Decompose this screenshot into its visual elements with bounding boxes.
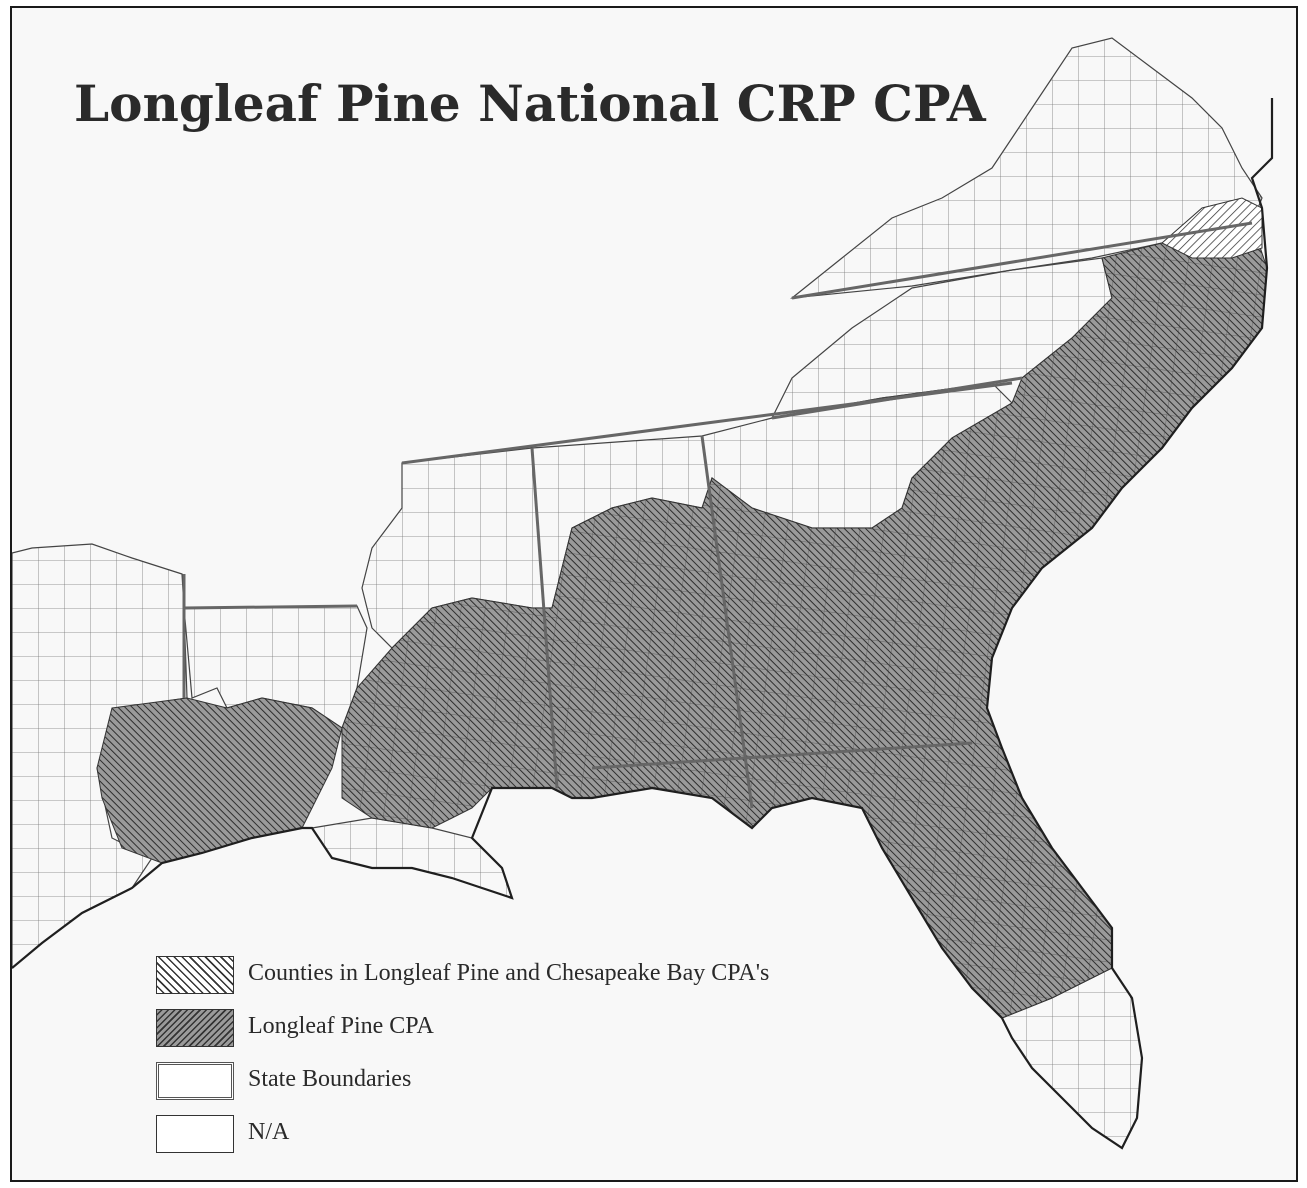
- coastline: [12, 98, 1274, 1150]
- longleaf-cpa: [96, 197, 1268, 1019]
- southeast-us-map: [12, 37, 1274, 1150]
- legend-label: Longleaf Pine CPA: [248, 1013, 434, 1039]
- legend-swatch-state-boundaries: [156, 1062, 234, 1100]
- legend-label: Counties in Longleaf Pine and Chesapeake…: [248, 960, 770, 986]
- virginia-region: [790, 37, 1263, 299]
- legend-swatch-chesapeake: [156, 956, 234, 994]
- legend-swatch-longleaf: [156, 1009, 234, 1047]
- legend-swatch-na: [156, 1115, 234, 1153]
- louisiana-delta: [310, 817, 513, 899]
- longleaf-county-lines: [342, 223, 1267, 1018]
- na-land: [12, 37, 1263, 1149]
- map-title: Longleaf Pine National CRP CPA: [74, 74, 986, 133]
- map-frame: Longleaf Pine National CRP CPA Counties …: [10, 6, 1298, 1182]
- chesapeake-overlap: [1161, 197, 1263, 259]
- legend-label: State Boundaries: [248, 1066, 412, 1092]
- longleaf-west-gulf: [96, 697, 343, 864]
- state-boundaries: [182, 221, 1253, 809]
- legend-label: N/A: [248, 1119, 290, 1145]
